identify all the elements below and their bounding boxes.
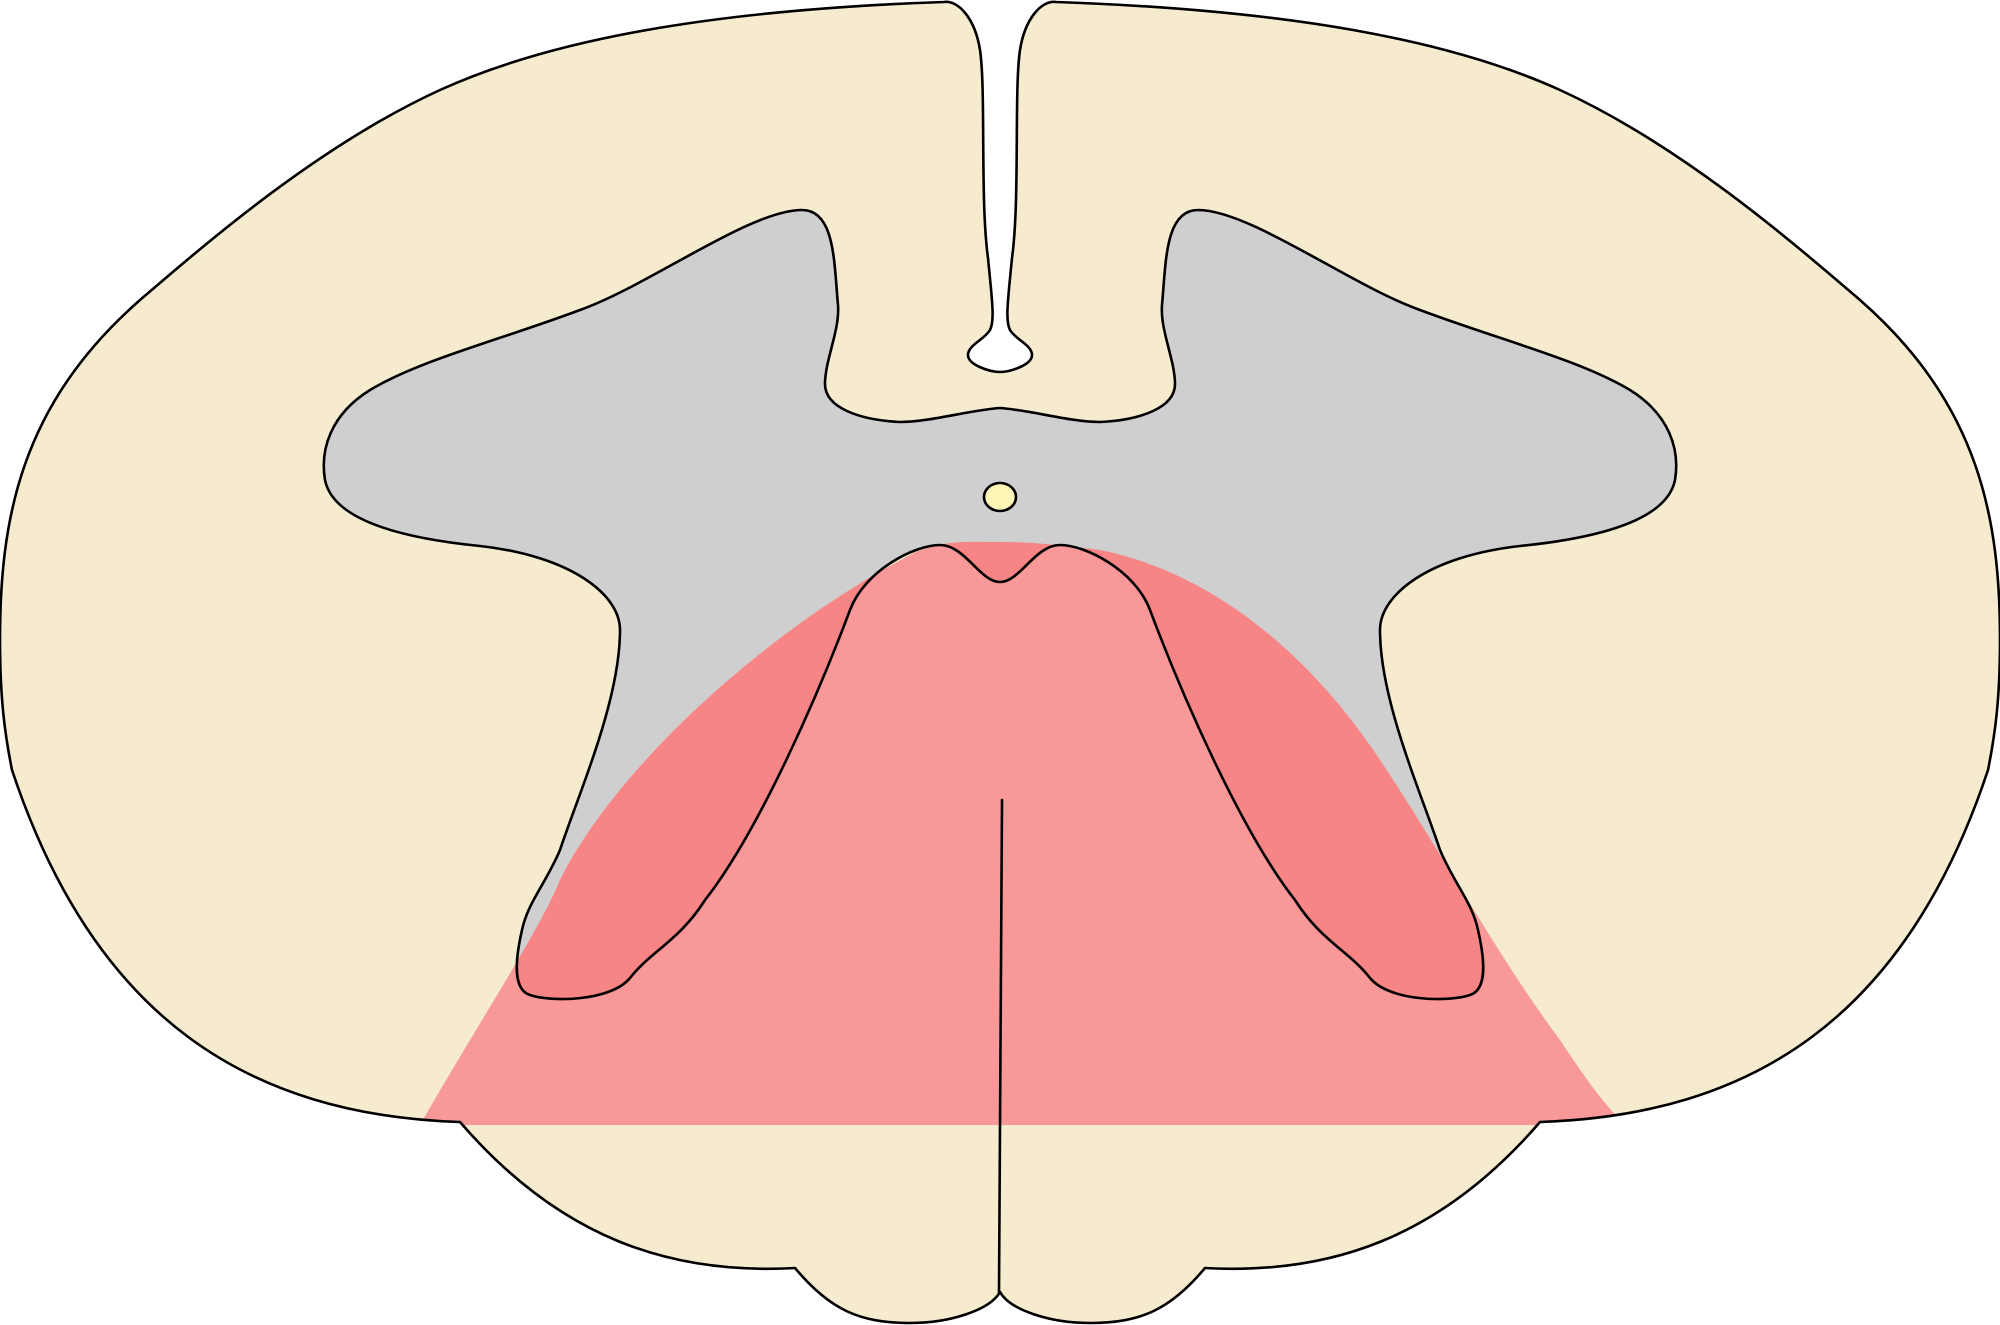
ventral-median-fissure [997, 798, 1004, 1294]
central-canal [982, 481, 1018, 513]
